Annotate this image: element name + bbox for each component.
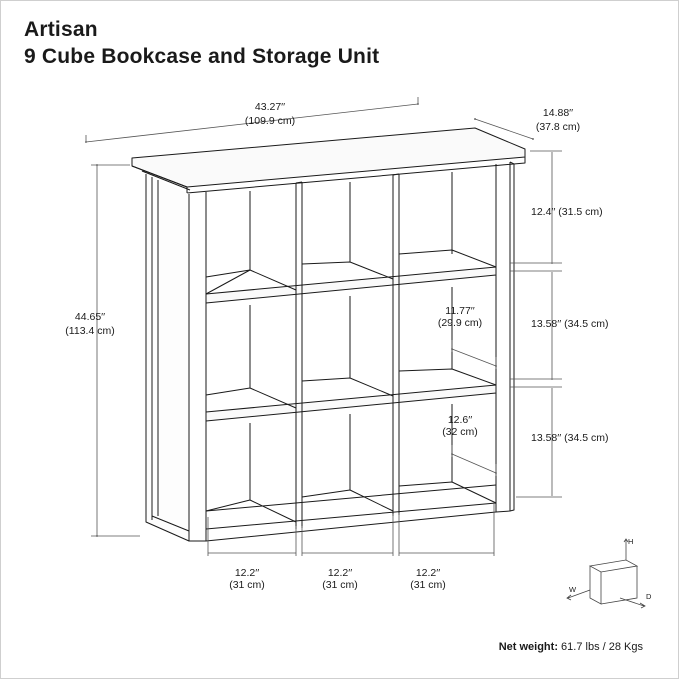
cube-width-center-cm: (31 cm) (322, 579, 358, 591)
axis-legend-icon (566, 538, 646, 609)
net-weight-label: Net weight: (498, 641, 558, 653)
cube-width-left-cm: (31 cm) (229, 579, 265, 591)
front-right-post (495, 162, 511, 513)
cube-width-left-in: 12.2′′ (235, 567, 259, 579)
height-cm: (113.4 cm) (65, 325, 114, 337)
bottom-cube-height: 13.58′′ (34.5 cm) (531, 432, 608, 444)
middle-depth-line (451, 348, 497, 367)
axis-w-label: W (569, 585, 577, 594)
depth-cm: (37.8 cm) (536, 121, 580, 133)
width-dimension-line (85, 103, 419, 143)
top-cube-height: 12.4′′ (31.5 cm) (531, 206, 603, 218)
depth-in: 14.88′′ (543, 107, 573, 119)
net-weight-value: 61.7 lbs / 28 Kgs (561, 641, 643, 653)
height-in: 44.65′′ (75, 311, 105, 323)
cube-width-right-cm: (31 cm) (410, 579, 446, 591)
top-board (131, 127, 526, 188)
cube-width-right-in: 12.2′′ (416, 567, 440, 579)
middle-depth-cm: (29.9 cm) (438, 317, 482, 329)
divider-2 (392, 174, 400, 516)
bottom-depth-line (451, 453, 497, 474)
dimension-labels: 43.27′′ (109.9 cm) 14.88′′ (37.8 cm) 44.… (65, 101, 608, 591)
brand-title: Artisan (24, 18, 98, 41)
middle-depth-in: 11.77′′ (445, 305, 474, 317)
depth-dimension-line (474, 118, 534, 140)
axis-d-label: D (646, 592, 652, 601)
middle-cube-height: 13.58′′ (34.5 cm) (531, 318, 608, 330)
width-in: 43.27′′ (255, 101, 285, 113)
dimension-lines (85, 97, 562, 556)
product-title: 9 Cube Bookcase and Storage Unit (24, 45, 380, 68)
bottom-depth-cm: (32 cm) (442, 426, 478, 438)
net-weight: Net weight: 61.7 lbs / 28 Kgs (499, 641, 643, 653)
axis-h-label: H (628, 537, 633, 546)
width-cm: (109.9 cm) (245, 115, 295, 127)
cube-width-lines (207, 504, 495, 556)
cube-width-center-in: 12.2′′ (328, 567, 352, 579)
divider-1 (295, 182, 303, 529)
front-left-post (188, 192, 207, 542)
bottom-depth-in: 12.6′′ (448, 414, 472, 426)
bookcase-drawing (131, 127, 526, 542)
bottom-rail (205, 502, 497, 542)
